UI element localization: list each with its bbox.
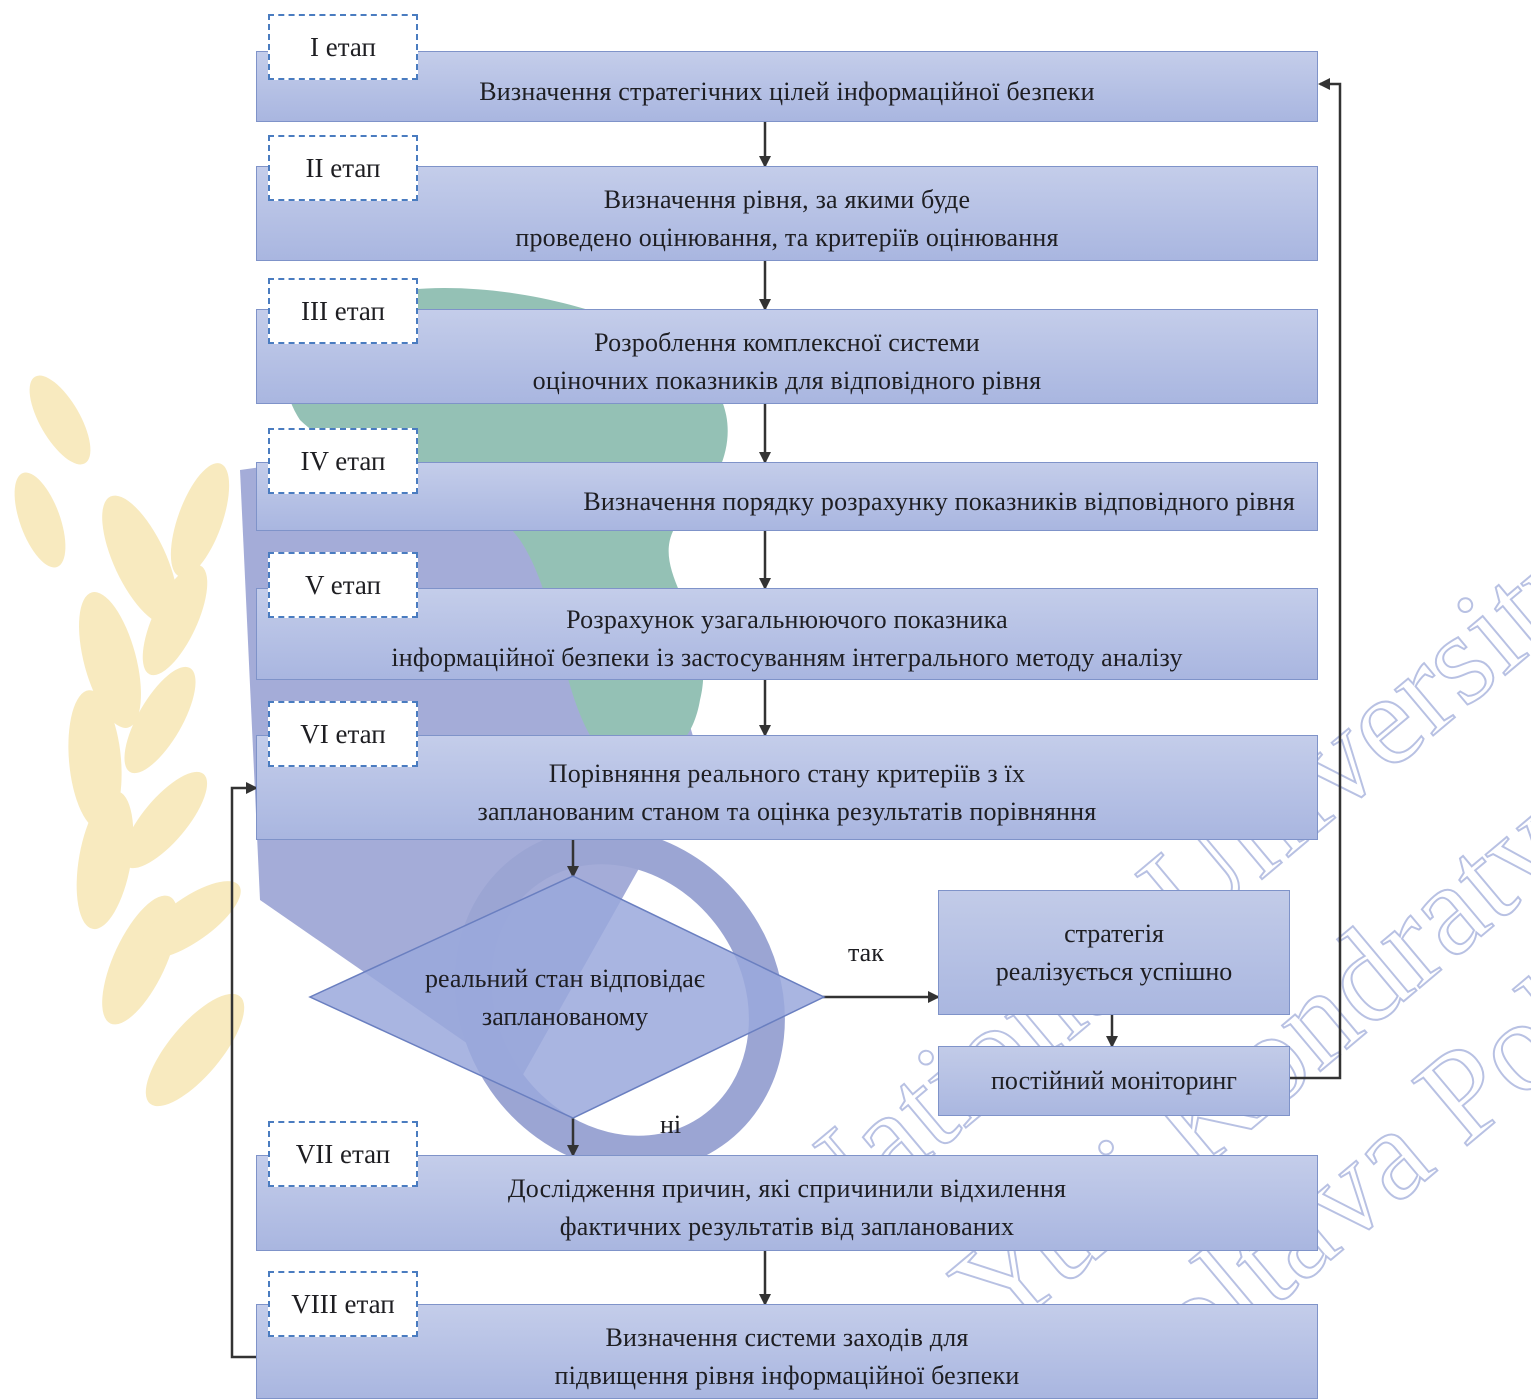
stage-label-1: I етап <box>268 14 418 80</box>
stage-text-3: Розроблення комплексної системи оціночни… <box>532 327 1042 395</box>
feedback-loop-right <box>1290 78 1342 1080</box>
decision-text: реальний стан відповідає запланованому <box>425 964 705 1031</box>
stage-label-8: VIII етап <box>268 1271 418 1337</box>
feedback-loop-left <box>230 782 258 1359</box>
stage-text-4: Визначення порядку розрахунку показників… <box>583 486 1295 516</box>
stage-box-1: Визначення стратегічних цілей інформацій… <box>256 51 1318 122</box>
success-box: стратегія реалізується успішно <box>938 890 1290 1015</box>
stage-box-3: Розроблення комплексної системи оціночни… <box>256 309 1318 404</box>
stage-label-3: III етап <box>268 278 418 344</box>
stage-text-6: Порівняння реального стану критеріїв з ї… <box>477 758 1097 826</box>
stage-box-8: Визначення системи заходів для підвищенн… <box>256 1304 1318 1399</box>
stage-text-5: Розрахунок узагальнюючого показника інфо… <box>391 605 1183 672</box>
stage-box-7: Дослідження причин, які спричинили відхи… <box>256 1155 1318 1251</box>
stage-box-5: Розрахунок узагальнюючого показника інфо… <box>256 588 1318 680</box>
yes-label: так <box>848 938 884 967</box>
stage-label-4: IV етап <box>268 428 418 494</box>
stage-label-2: II етап <box>268 135 418 201</box>
stage-text-1: Визначення стратегічних цілей інформацій… <box>479 76 1095 106</box>
stage-box-2: Визначення рівня, за якими буде проведен… <box>256 166 1318 261</box>
stage-text-8: Визначення системи заходів для підвищенн… <box>554 1322 1020 1390</box>
monitoring-box: постійний моніторинг <box>938 1046 1290 1116</box>
stage-label-6: VI етап <box>268 701 418 767</box>
stage-label-5: V етап <box>268 552 418 618</box>
no-label: ні <box>660 1110 682 1139</box>
stage-text-7: Дослідження причин, які спричинили відхи… <box>507 1174 1067 1241</box>
stage-text-2: Визначення рівня, за якими буде проведен… <box>515 184 1059 252</box>
stage-box-4: Визначення порядку розрахунку показників… <box>256 462 1318 531</box>
stage-box-6: Порівняння реального стану критеріїв з ї… <box>256 735 1318 840</box>
decision-diamond <box>308 875 826 1119</box>
stage-label-7: VII етап <box>268 1121 418 1187</box>
